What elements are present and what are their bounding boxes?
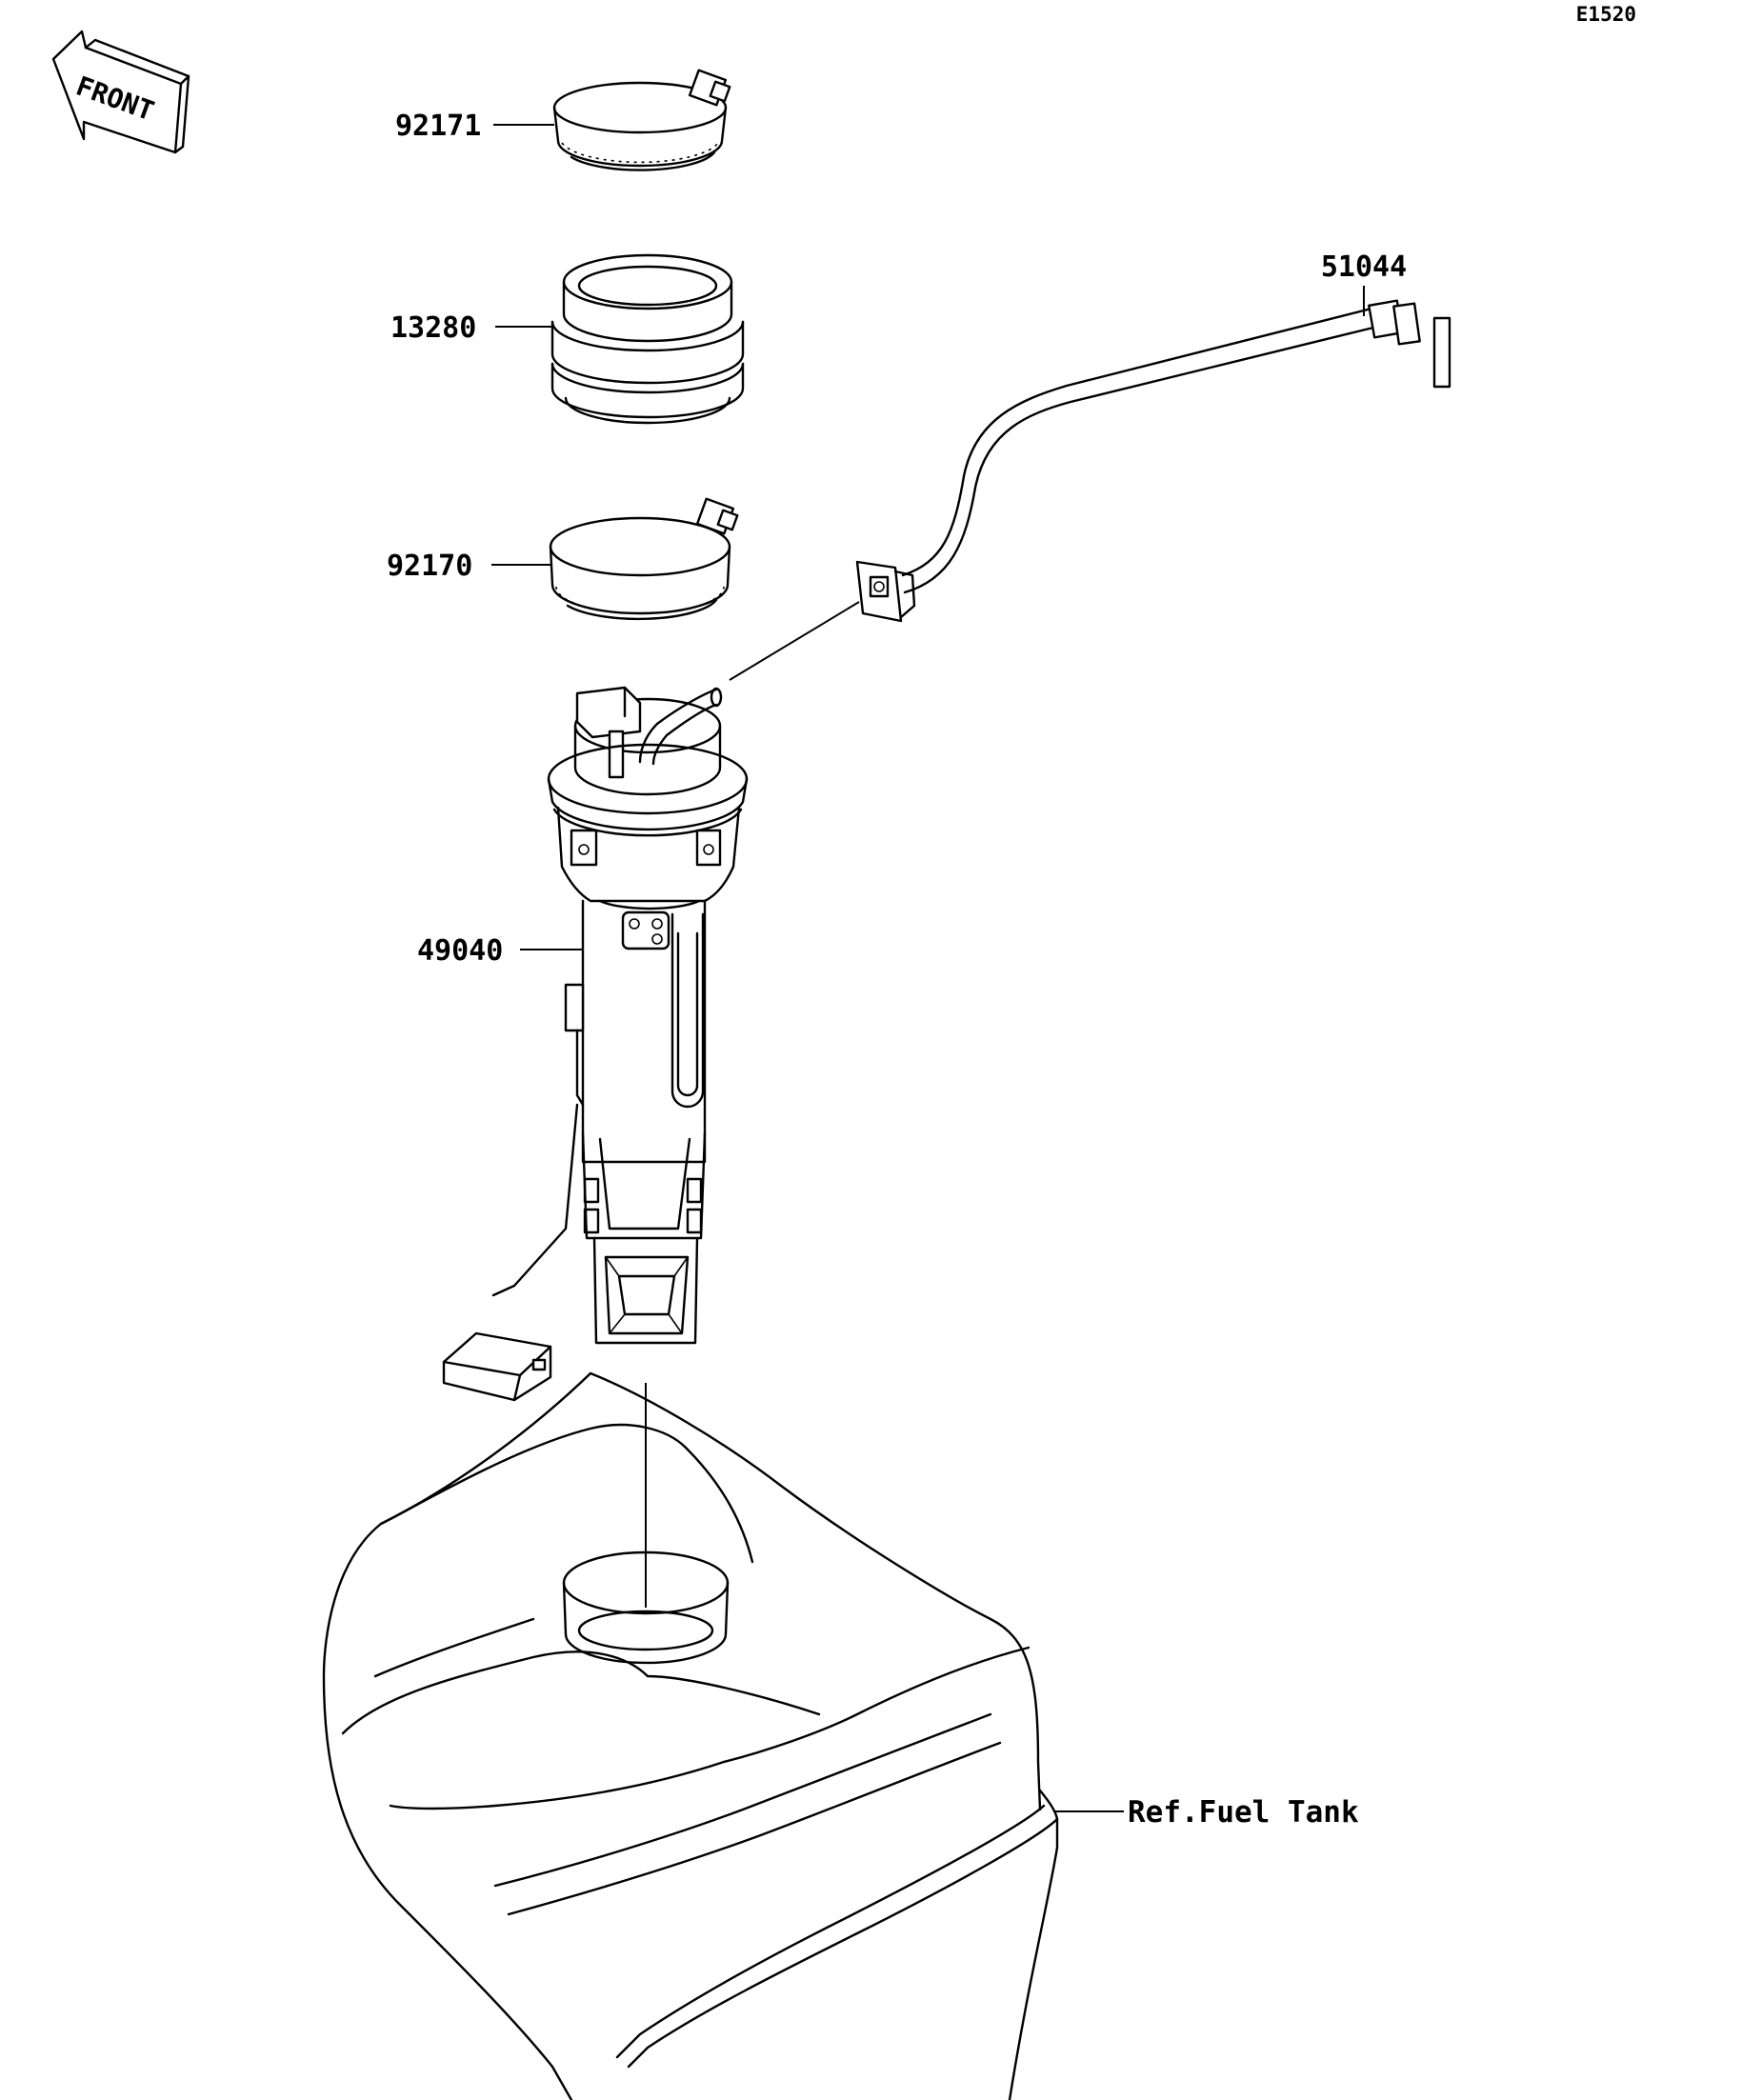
callout-49040: 49040: [417, 934, 503, 968]
upper-hose-clamp: [552, 69, 731, 171]
fuel-tank-reference: [322, 1371, 1059, 2100]
front-label: FRONT: [72, 70, 158, 128]
rubber-seal: [550, 253, 745, 425]
lower-hose-clamp: [549, 497, 739, 621]
diagram-code: E1520: [1576, 3, 1636, 26]
front-arrow-icon: FRONT: [51, 30, 190, 154]
callout-ref-fuel-tank: Ref.Fuel Tank: [1128, 1795, 1359, 1830]
fuel-pump-assembly: [442, 686, 749, 1402]
callout-92171: 92171: [395, 110, 481, 143]
callout-92170: 92170: [387, 550, 472, 583]
callout-13280: 13280: [390, 311, 476, 345]
fuel-hose: [855, 299, 1451, 623]
callout-51044: 51044: [1321, 250, 1407, 284]
